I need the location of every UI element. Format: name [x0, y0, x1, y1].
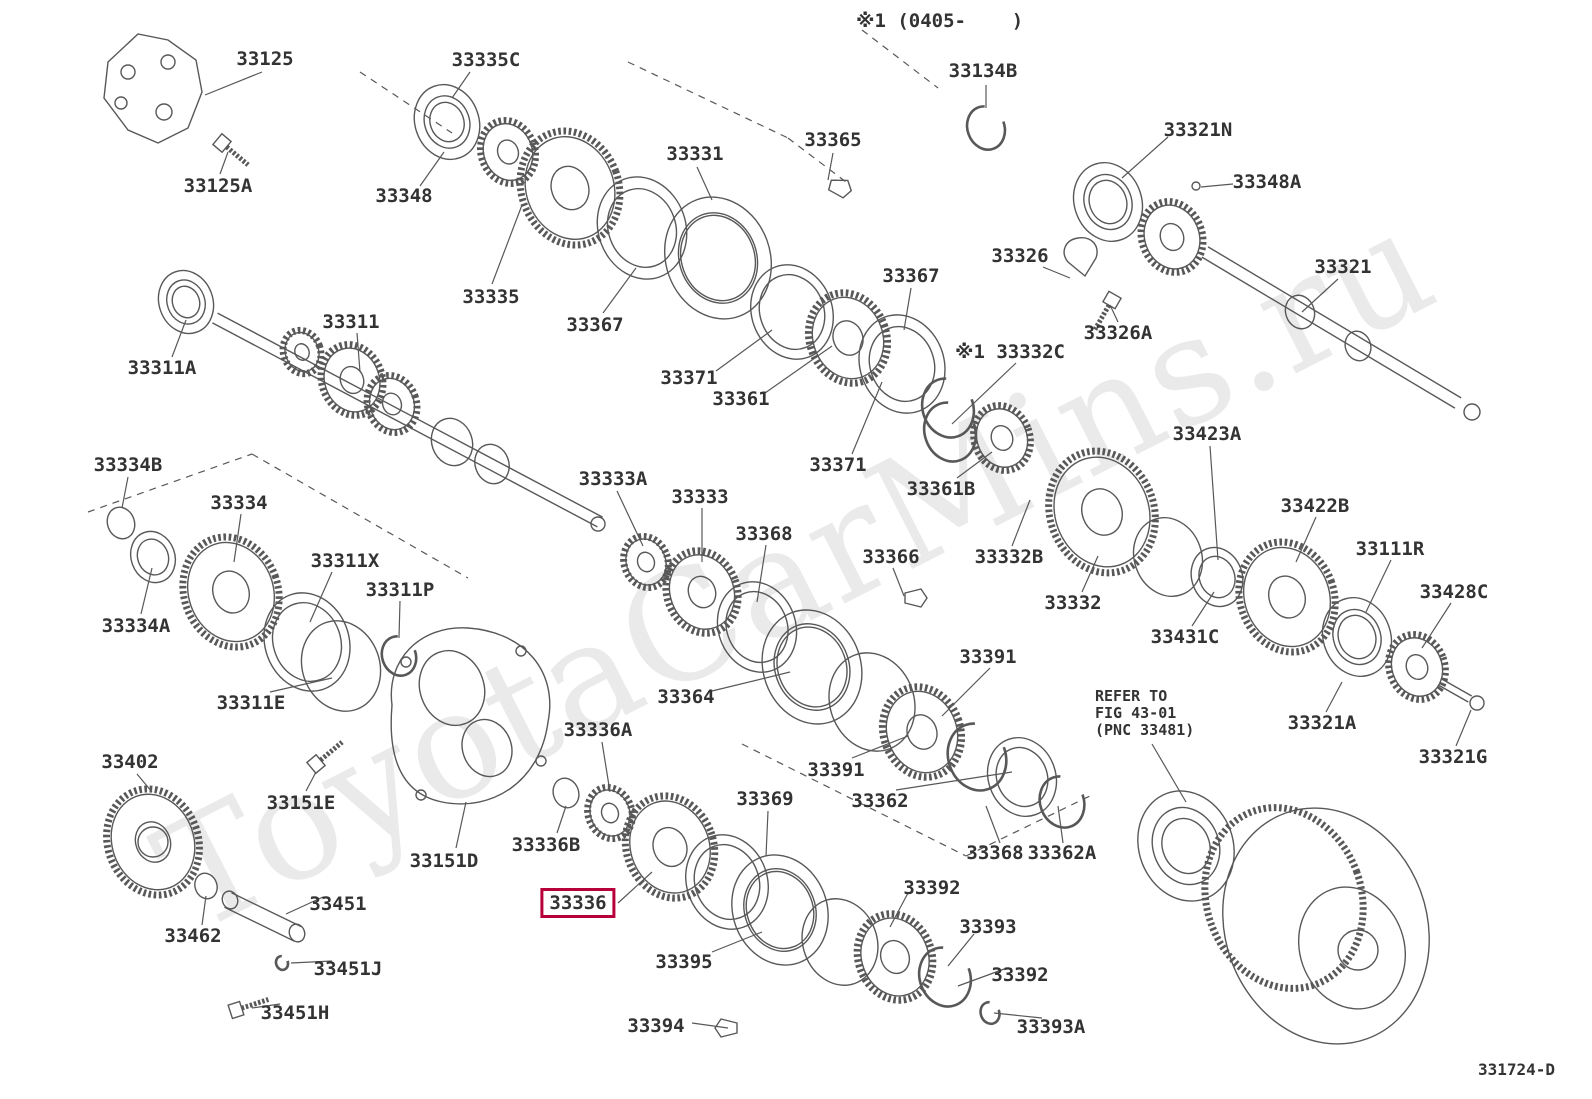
part-label-33348[interactable]: 33348: [375, 185, 433, 207]
part-label-33326[interactable]: 33326: [991, 245, 1049, 267]
part-label-33368[interactable]: 33368: [966, 842, 1024, 864]
part-label-33336A[interactable]: 33336A: [563, 719, 633, 741]
part-label-33321[interactable]: 33321: [1314, 256, 1372, 278]
part-label-33371[interactable]: 33371: [809, 454, 867, 476]
refer-note-line: (PNC 33481): [1095, 721, 1195, 739]
part-label-33362[interactable]: 33362: [851, 790, 909, 812]
part-label-33462[interactable]: 33462: [164, 925, 222, 947]
part-label-33391[interactable]: 33391: [807, 759, 865, 781]
part-label-33369[interactable]: 33369: [736, 788, 794, 810]
refer-note: REFER TO FIG 43-01 (PNC 33481): [1095, 688, 1194, 739]
part-label-33402[interactable]: 33402: [101, 751, 159, 773]
diagram-code: 331724-D: [1478, 1060, 1556, 1079]
part-label-33311P[interactable]: 33311P: [365, 579, 435, 601]
part-label-33422B[interactable]: 33422B: [1280, 495, 1350, 517]
part-label-33151E[interactable]: 33151E: [266, 792, 336, 814]
part-label-33365[interactable]: 33365: [804, 129, 862, 151]
part-label-33423A[interactable]: 33423A: [1172, 423, 1242, 445]
part-label-33334[interactable]: 33334: [210, 492, 268, 514]
part-label-33151D[interactable]: 33151D: [409, 850, 479, 872]
part-label-33321G[interactable]: 33321G: [1418, 746, 1488, 768]
refer-note-line: REFER TO: [1095, 687, 1168, 705]
part-label-33391[interactable]: 33391: [959, 646, 1017, 668]
part-label-33428C[interactable]: 33428C: [1419, 581, 1489, 603]
part-label-33367[interactable]: 33367: [882, 265, 940, 287]
part-label-33431C[interactable]: 33431C: [1150, 626, 1220, 648]
part-label-33451[interactable]: 33451: [309, 893, 367, 915]
part-label-33367[interactable]: 33367: [566, 314, 624, 336]
part-label-33451H[interactable]: 33451H: [260, 1002, 330, 1024]
part-label-33361[interactable]: 33361: [712, 388, 770, 410]
part-label-33332B[interactable]: 33332B: [974, 546, 1044, 568]
part-label-33393A[interactable]: 33393A: [1016, 1016, 1086, 1038]
part-label-33394[interactable]: 33394: [627, 1015, 685, 1037]
part-label-33311X[interactable]: 33311X: [310, 550, 380, 572]
part-label-33392[interactable]: 33392: [903, 877, 961, 899]
part-label-33334B[interactable]: 33334B: [93, 454, 163, 476]
part-label-33335[interactable]: 33335: [462, 286, 520, 308]
part-label-33336-highlighted[interactable]: 33336: [540, 888, 616, 918]
part-label-33395[interactable]: 33395: [655, 951, 713, 973]
part-label-33371[interactable]: 33371: [660, 367, 718, 389]
part-label-33311[interactable]: 33311: [322, 311, 380, 333]
part-label-33362A[interactable]: 33362A: [1027, 842, 1097, 864]
part-label-33125[interactable]: 33125: [236, 48, 294, 70]
part-label-33364[interactable]: 33364: [657, 686, 715, 708]
part-label-33333A[interactable]: 33333A: [578, 468, 648, 490]
part-label-33368[interactable]: 33368: [735, 523, 793, 545]
part-label-33348A[interactable]: 33348A: [1232, 171, 1302, 193]
part-label-33321A[interactable]: 33321A: [1287, 712, 1357, 734]
part-label-33331[interactable]: 33331: [666, 143, 724, 165]
top-note: ※1 (0405- ): [856, 10, 1024, 32]
part-label-33332[interactable]: 33332: [1044, 592, 1102, 614]
refer-note-line: FIG 43-01: [1095, 704, 1177, 722]
part-label-33326A[interactable]: 33326A: [1083, 322, 1153, 344]
part-label-33125A[interactable]: 33125A: [183, 175, 253, 197]
part-label-33311A[interactable]: 33311A: [127, 357, 197, 379]
part-label-33451J[interactable]: 33451J: [313, 958, 383, 980]
part-label-33321N[interactable]: 33321N: [1163, 119, 1233, 141]
part-label-133332C[interactable]: ※1 33332C: [955, 341, 1065, 363]
part-label-33366[interactable]: 33366: [862, 546, 920, 568]
part-label-33111R[interactable]: 33111R: [1355, 538, 1425, 560]
part-label-33335C[interactable]: 33335C: [451, 49, 521, 71]
part-label-33334A[interactable]: 33334A: [101, 615, 171, 637]
part-label-33333[interactable]: 33333: [671, 486, 729, 508]
part-label-33393[interactable]: 33393: [959, 916, 1017, 938]
part-label-33311E[interactable]: 33311E: [216, 692, 286, 714]
part-label-33361B[interactable]: 33361B: [906, 478, 976, 500]
part-label-33134B[interactable]: 33134B: [948, 60, 1018, 82]
part-label-33336B[interactable]: 33336B: [511, 834, 581, 856]
part-label-33392[interactable]: 33392: [991, 964, 1049, 986]
